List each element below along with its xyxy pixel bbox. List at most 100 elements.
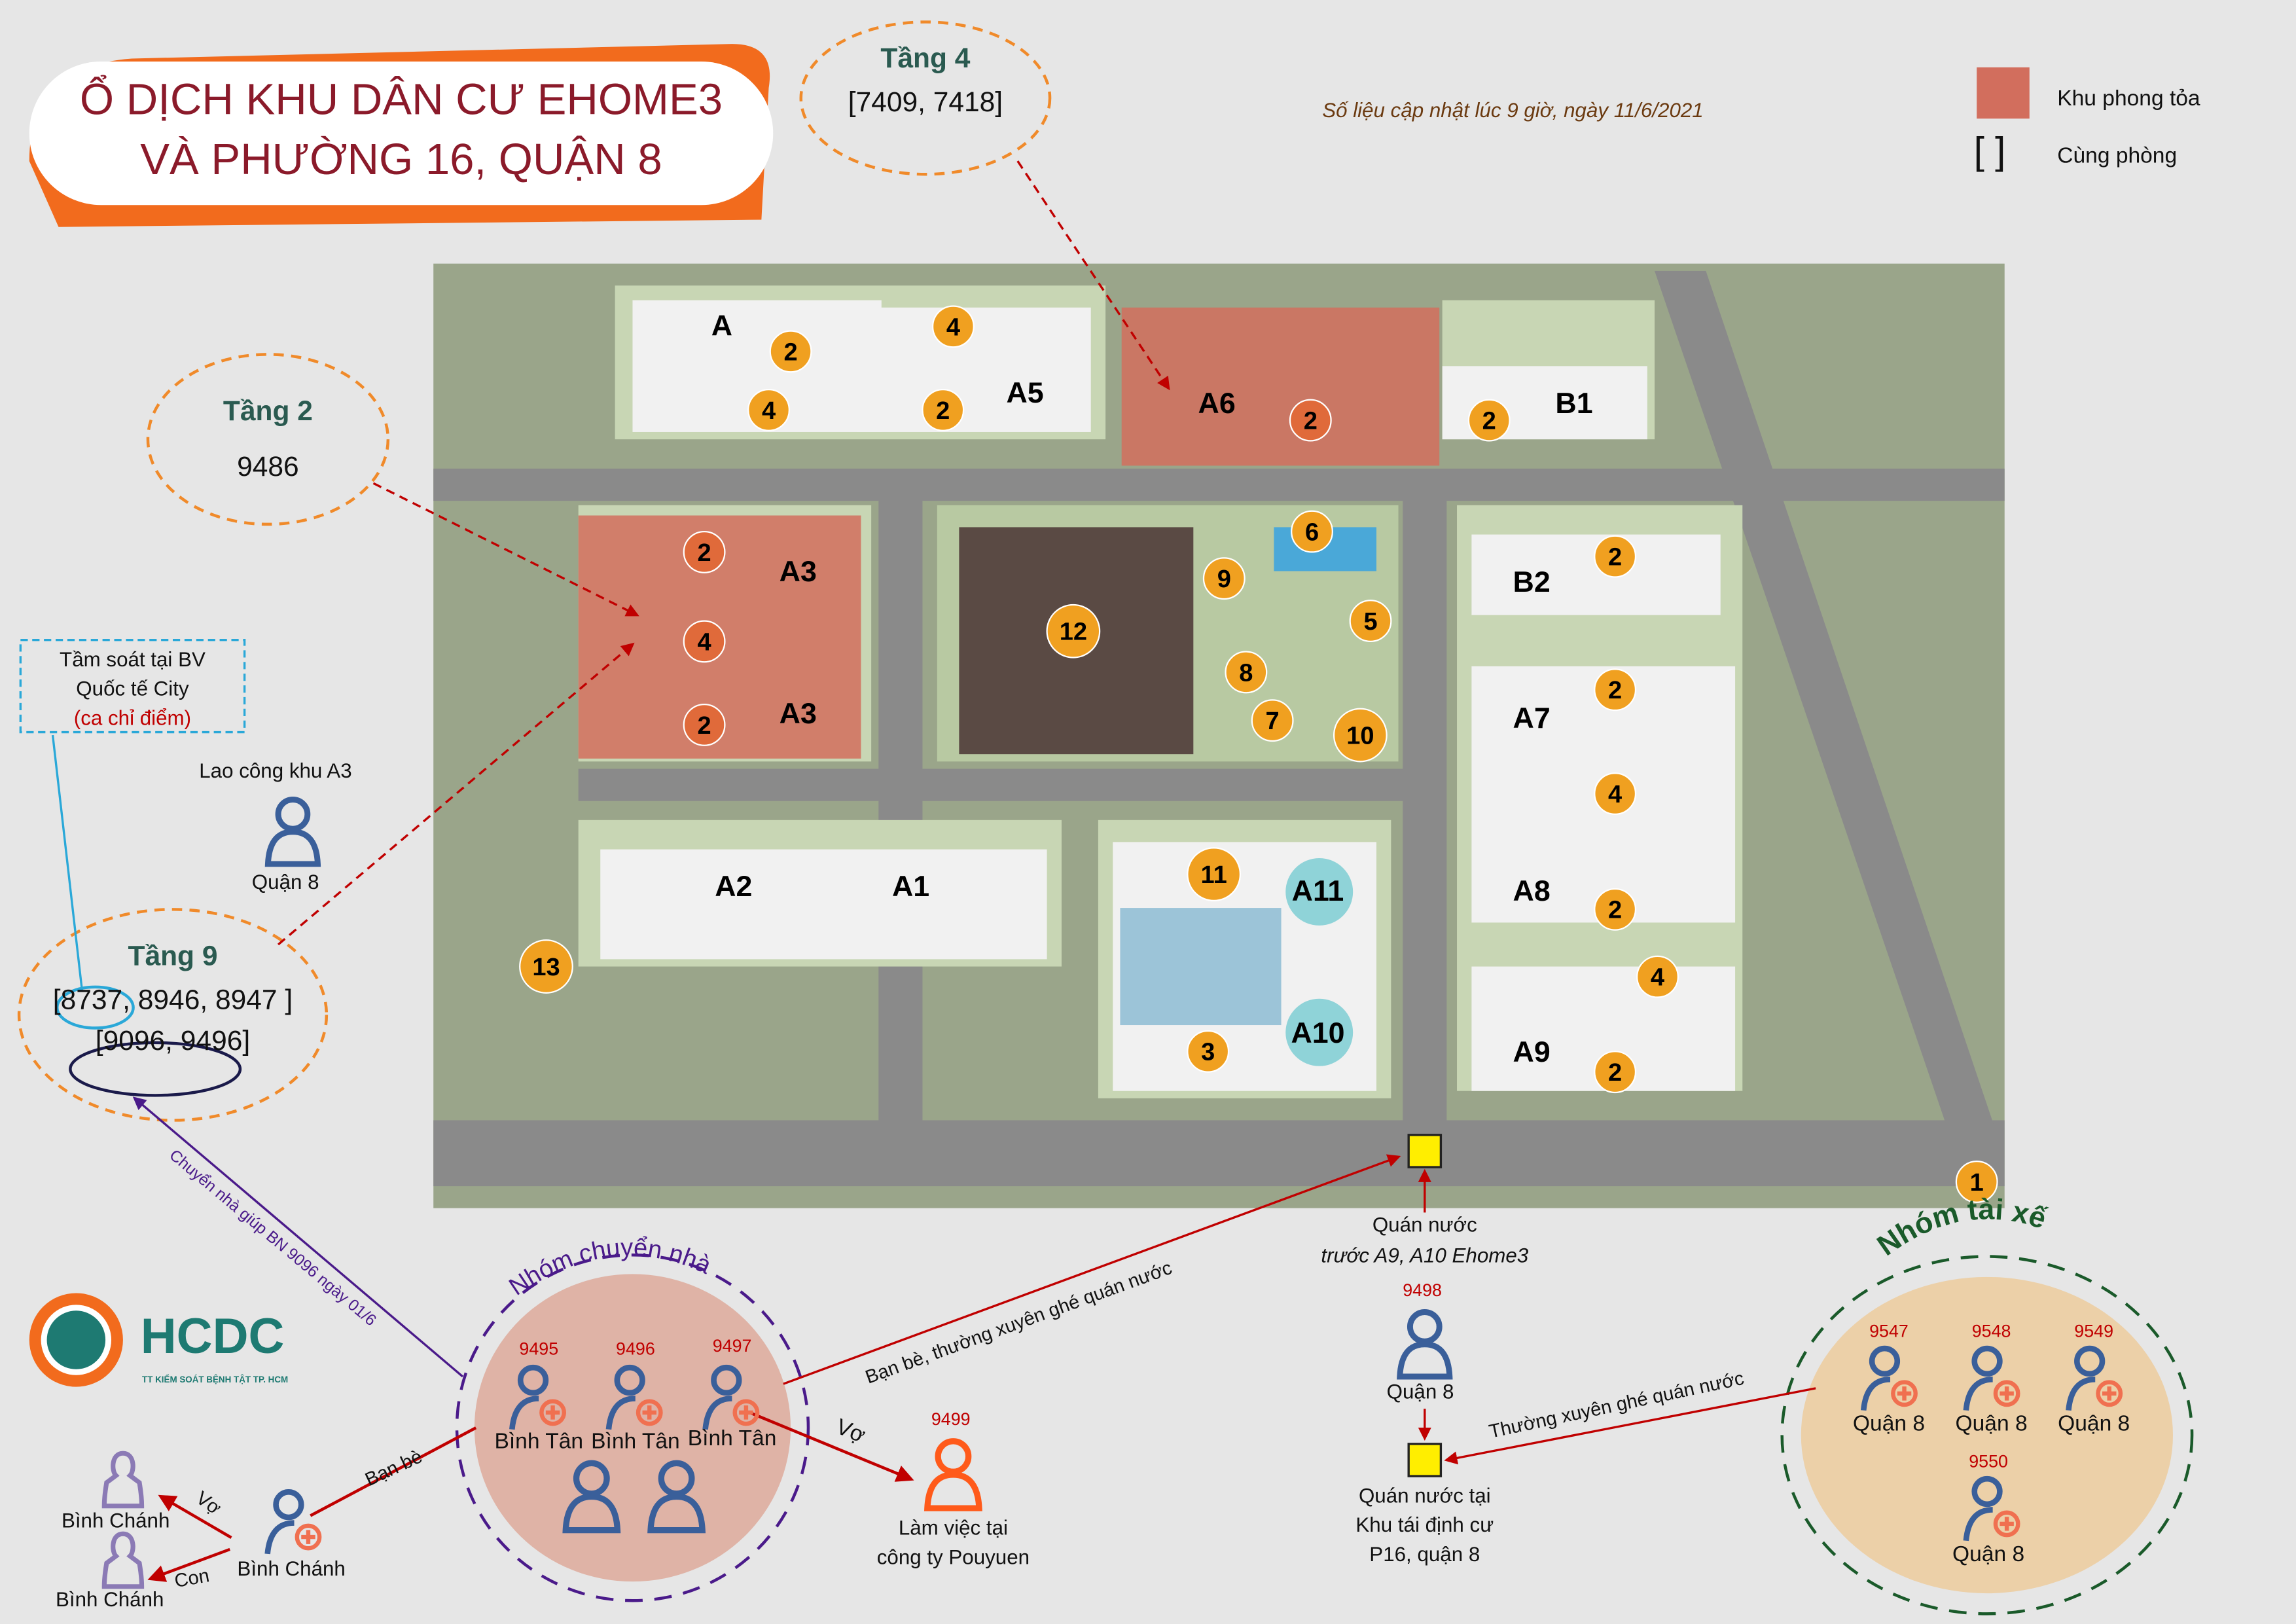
area-number-marker bbox=[1333, 708, 1388, 763]
building-label-a11: A11 bbox=[1292, 875, 1344, 907]
building-label-a6: A6 bbox=[1198, 387, 1236, 420]
building-label-a2: A2 bbox=[715, 870, 752, 903]
area-number-label: 8 bbox=[1239, 659, 1253, 687]
case-district: Quận 8 bbox=[1952, 1542, 2025, 1567]
legend-lockdown-label: Khu phong tỏa bbox=[2057, 86, 2200, 112]
floor9-callout: Tầng 9 [8737, 8946, 8947 ] [9096, 9496] bbox=[52, 941, 293, 1058]
logo-subtitle: TT KIỂM SOÁT BỆNH TẬT TP. HCM bbox=[142, 1375, 288, 1384]
area-number-marker bbox=[1291, 510, 1333, 553]
area-number-label: 9 bbox=[1217, 566, 1231, 593]
area-number-label: 10 bbox=[1346, 722, 1374, 749]
case-district: Quận 8 bbox=[1852, 1411, 1926, 1437]
case-id: 9496 bbox=[616, 1338, 655, 1360]
screening-box bbox=[19, 638, 246, 734]
building-label-b1: B1 bbox=[1555, 387, 1592, 420]
area-number-marker bbox=[1251, 699, 1294, 742]
marker-a10 bbox=[1285, 998, 1354, 1066]
area-number-label: 5 bbox=[1363, 608, 1377, 636]
area-number-marker bbox=[1636, 955, 1679, 998]
area-number-marker bbox=[1187, 1030, 1230, 1073]
water-shop-p16-label: Quán nước tại Khu tái định cư P16, quận … bbox=[1355, 1483, 1494, 1566]
case-9499-id: 9499 bbox=[931, 1409, 971, 1430]
area-number-label: 4 bbox=[1608, 781, 1622, 808]
area-number-marker bbox=[1955, 1160, 1998, 1203]
area-number-marker bbox=[683, 530, 726, 573]
case-id: 9497 bbox=[712, 1335, 752, 1356]
area-number-label: 2 bbox=[1608, 544, 1622, 571]
driver-group-ring bbox=[1780, 1255, 2194, 1615]
case-id: 9550 bbox=[1969, 1451, 2008, 1472]
case-id: 9495 bbox=[519, 1338, 559, 1360]
area-number-marker bbox=[683, 703, 726, 746]
area-number-label: 3 bbox=[1201, 1039, 1215, 1066]
area-number-label: 7 bbox=[1266, 708, 1280, 735]
case-9499-icon bbox=[927, 1441, 979, 1508]
area-number-marker bbox=[747, 388, 790, 431]
area-number-label: 4 bbox=[762, 397, 776, 425]
building-label-a3: A3 bbox=[780, 555, 817, 588]
area-number-label: 2 bbox=[698, 539, 711, 567]
child-icon bbox=[104, 1534, 141, 1587]
water-shop-a9-label: Quán nước trước A9, A10 Ehome3 bbox=[1321, 1212, 1529, 1267]
a3-worker-label: Lao công khu A3 bbox=[199, 758, 352, 782]
area-number-label: 2 bbox=[1304, 407, 1318, 435]
floor4-callout: Tầng 4 [7409, 7418] bbox=[848, 44, 1003, 119]
title-banner bbox=[29, 61, 774, 206]
floor2-callout: Tầng 2 9486 bbox=[223, 397, 313, 484]
relation-frequent-water: Thường xuyên ghé quán nước bbox=[1487, 1368, 1746, 1443]
case-9499-work: Làm việc tại công ty Pouyuen bbox=[876, 1515, 1030, 1569]
area-number-marker bbox=[1594, 668, 1637, 712]
screening-note: Tầm soát tại BV Quốc tế City (ca chỉ điể… bbox=[60, 647, 206, 730]
a3-worker-district: Quận 8 bbox=[251, 869, 319, 893]
wife-district: Bình Chánh bbox=[61, 1508, 170, 1532]
area-number-marker bbox=[683, 620, 726, 663]
legend-lockdown-swatch bbox=[1977, 67, 2030, 119]
area-number-label: 11 bbox=[1201, 861, 1227, 889]
case-id: 9549 bbox=[2074, 1320, 2114, 1342]
relation-friends-water: Bạn bè, thường xuyên ghé quán nước bbox=[863, 1257, 1175, 1388]
area-number-label: 4 bbox=[1651, 964, 1664, 992]
area-number-label: 2 bbox=[1482, 407, 1496, 435]
relation-wife: Vợ bbox=[192, 1488, 225, 1519]
area-number-marker bbox=[1594, 888, 1637, 931]
building-label-a: A bbox=[711, 309, 732, 342]
building-label-a5: A5 bbox=[1006, 376, 1043, 409]
case-id: 9548 bbox=[1971, 1320, 2011, 1342]
area-number-marker bbox=[1349, 600, 1392, 643]
area-number-label: 2 bbox=[1608, 1059, 1622, 1087]
area-number-label: 2 bbox=[1608, 897, 1622, 924]
building-label-a3: A3 bbox=[780, 697, 817, 730]
water-shop-a9-marker bbox=[1407, 1134, 1443, 1168]
left-case-district: Bình Chánh bbox=[237, 1557, 346, 1580]
area-number-marker bbox=[519, 939, 573, 994]
area-number-marker bbox=[1594, 772, 1637, 816]
case-9498-district: Quận 8 bbox=[1386, 1379, 1454, 1403]
area-number-label: 4 bbox=[698, 628, 711, 656]
marker-a11 bbox=[1285, 857, 1354, 926]
case-district: Bình Tân bbox=[591, 1429, 680, 1454]
hcdc-logo: HCDC TT KIỂM SOÁT BỆNH TẬT TP. HCM bbox=[29, 1293, 288, 1387]
area-number-label: 1 bbox=[1970, 1169, 1984, 1197]
area-number-label: 4 bbox=[946, 314, 960, 341]
a3-worker-icon bbox=[268, 800, 317, 864]
child-district: Bình Chánh bbox=[56, 1587, 164, 1611]
case-district: Quận 8 bbox=[1955, 1411, 2028, 1437]
building-label-a1: A1 bbox=[892, 870, 929, 903]
building-label-a9: A9 bbox=[1513, 1036, 1551, 1068]
building-label-b2: B2 bbox=[1513, 566, 1551, 598]
building-label-a8: A8 bbox=[1513, 875, 1551, 907]
area-number-marker bbox=[931, 305, 975, 348]
floor2-bubble bbox=[146, 353, 390, 526]
area-number-label: 2 bbox=[936, 397, 950, 425]
floor9-bubble bbox=[17, 908, 329, 1122]
area-number-marker bbox=[1289, 399, 1332, 442]
area-number-label: 2 bbox=[698, 712, 711, 740]
area-number-label: 6 bbox=[1305, 519, 1319, 547]
area-number-marker bbox=[1467, 399, 1511, 442]
legend-bracket-symbol: [ ] bbox=[1973, 128, 2006, 173]
logo-name: HCDC bbox=[141, 1308, 285, 1364]
left-case-icon bbox=[268, 1492, 319, 1553]
building-label-a10: A10 bbox=[1291, 1017, 1344, 1049]
case-district: Bình Tân bbox=[494, 1429, 584, 1454]
